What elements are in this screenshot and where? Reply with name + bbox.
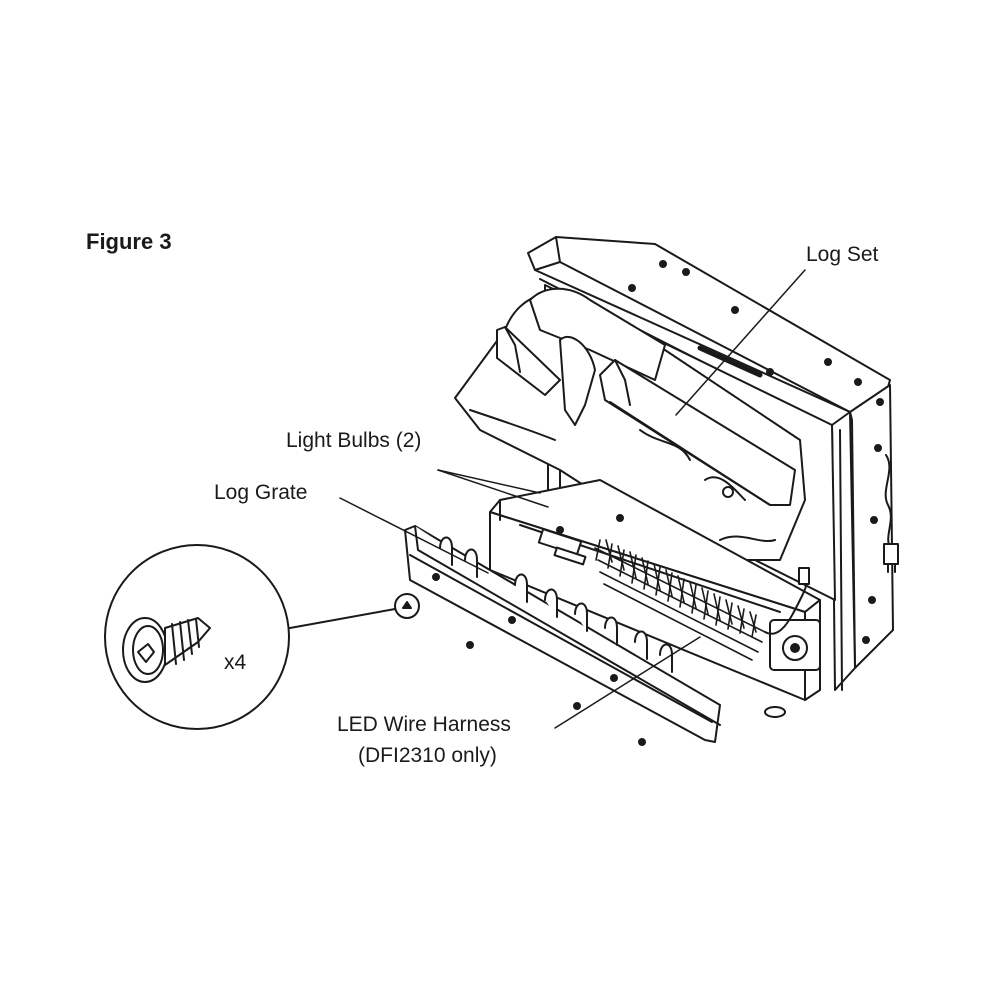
leader-lines [339,269,806,729]
screw-icon [466,641,646,746]
figure-title: Figure 3 [86,229,172,254]
led-harness-label: LED Wire Harness [337,713,511,736]
log-set [454,287,806,561]
log-grate [404,525,721,743]
led-harness-note: (DFI2310 only) [358,744,497,767]
screw-detail [104,544,420,730]
quantity-label: x4 [224,651,247,674]
light-bulbs-label: Light Bulbs (2) [286,429,422,452]
log-set-label: Log Set [806,243,879,266]
led-wire-harness [594,539,810,661]
log-grate-label: Log Grate [214,481,308,504]
side-panel [831,384,899,691]
